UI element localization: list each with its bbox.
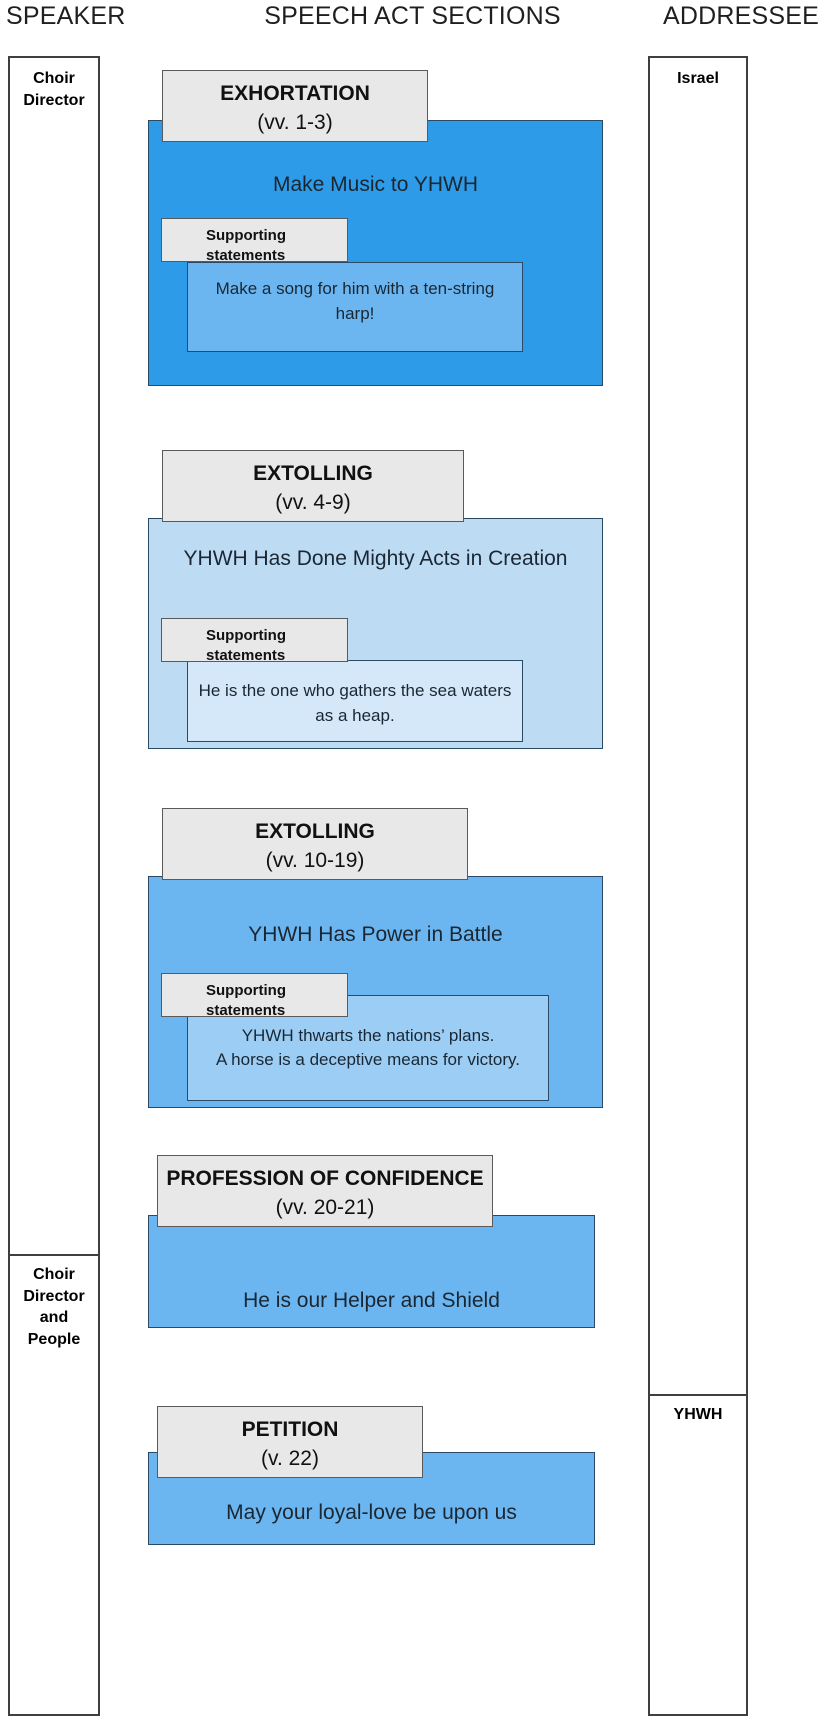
supporting-statement-text-2: A horse is a deceptive means for victory… bbox=[216, 1050, 520, 1069]
section-label-tab[interactable]: EXTOLLING (vv. 4-9) bbox=[162, 450, 464, 522]
section-label-tab[interactable]: EXHORTATION (vv. 1-3) bbox=[162, 70, 428, 142]
column-header-sections: SPEECH ACT SECTIONS bbox=[264, 2, 561, 30]
supporting-statements-box bbox=[187, 660, 523, 742]
section-kind-label: PETITION bbox=[241, 1418, 339, 1441]
section-title: YHWH Has Done Mighty Acts in Creation bbox=[183, 547, 568, 570]
section-kind-label: PROFESSION OF CONFIDENCE bbox=[166, 1167, 484, 1190]
section-kind-label: EXTOLLING bbox=[255, 820, 375, 843]
section-label-tab[interactable]: EXTOLLING (vv. 10-19) bbox=[162, 808, 468, 880]
section-verses-label: (vv. 10-19) bbox=[265, 848, 365, 872]
section-kind-label: EXTOLLING bbox=[253, 462, 373, 485]
addressee-column: Israel YHWH bbox=[648, 56, 748, 1716]
section-kind-label: EXHORTATION bbox=[220, 82, 370, 105]
section-label-tab[interactable]: PETITION (v. 22) bbox=[157, 1406, 423, 1478]
section-verses-label: (vv. 4-9) bbox=[275, 490, 351, 514]
section-verses-label: (vv. 20-21) bbox=[275, 1195, 375, 1219]
supporting-statement-text: He is the one who gathers the sea waters… bbox=[198, 681, 512, 725]
section-title: He is our Helper and Shield bbox=[243, 1289, 500, 1312]
section-body-box bbox=[148, 1215, 595, 1328]
column-header-speaker: SPEAKER bbox=[6, 2, 126, 30]
section-verses-label: (v. 22) bbox=[261, 1446, 319, 1470]
section-verses-label: (vv. 1-3) bbox=[257, 110, 333, 134]
section-title: YHWH Has Power in Battle bbox=[248, 923, 503, 946]
column-header-addressee: ADDRESSEE bbox=[662, 2, 819, 30]
speaker-column-divider bbox=[10, 1254, 98, 1256]
addressee-cell-yhwh: YHWH bbox=[673, 1406, 723, 1423]
section-title: Make Music to YHWH bbox=[273, 173, 478, 196]
supporting-statement-text-1: YHWH thwarts the nations’ plans. bbox=[241, 1026, 495, 1045]
supporting-statement-text: Make a song for him with a ten-string ha… bbox=[215, 279, 495, 323]
addressee-column-divider bbox=[650, 1394, 746, 1396]
section-label-tab[interactable]: PROFESSION OF CONFIDENCE (vv. 20-21) bbox=[157, 1155, 493, 1227]
section-title: May your loyal-love be upon us bbox=[226, 1501, 517, 1524]
addressee-cell-israel: Israel bbox=[677, 70, 719, 87]
supporting-statements-box bbox=[187, 262, 523, 352]
